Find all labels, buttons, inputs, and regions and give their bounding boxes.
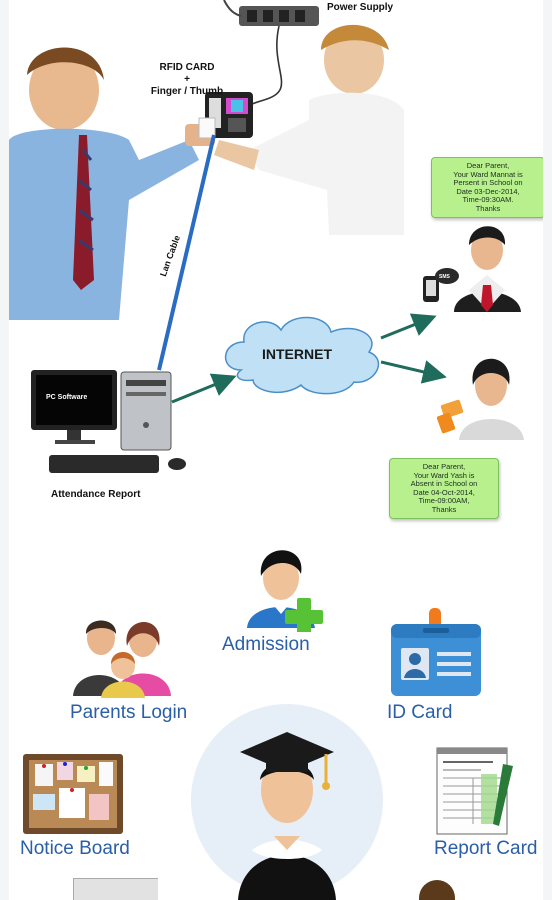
parents-login-icon[interactable]	[71, 612, 173, 698]
parent-male-icon	[423, 226, 521, 312]
partial-module-icon-left[interactable]	[73, 878, 158, 900]
sms-absent-bubble: Dear Parent, Your Ward Yash is Absent in…	[389, 458, 499, 519]
student-teen-image	[214, 24, 404, 235]
sms-line: Your Ward Yash is	[413, 470, 475, 480]
rfid-card-label: RFID CARD + Finger / Thumb	[141, 62, 233, 98]
sms-line: Time-09:00AM,	[418, 496, 470, 505]
arrow-pc-to-internet	[171, 373, 237, 404]
parents-login-button[interactable]: Parents Login	[70, 702, 188, 723]
sms-line: Date 03-Dec-2014,	[456, 186, 520, 196]
report-card-icon[interactable]	[433, 744, 517, 836]
lan-cable	[157, 134, 216, 371]
id-card-icon[interactable]	[389, 606, 485, 698]
attendance-diagram	[9, 0, 524, 473]
sms-line: Dear Parent,	[422, 462, 466, 471]
sms-line: Date 04-Oct-2014,	[413, 487, 475, 497]
sms-line: Your Ward Mannat is	[453, 169, 523, 179]
sms-line: Persent in School on	[453, 178, 523, 187]
arrow-internet-to-parent1	[380, 313, 437, 340]
pc-software-label: PC Software	[46, 394, 88, 401]
partial-module-icon-right[interactable]	[419, 880, 455, 900]
attendance-report-label: Attendance Report	[51, 489, 141, 500]
rfid-card-line: RFID CARD	[159, 62, 215, 73]
rfid-finger-line: Finger / Thumb	[150, 86, 224, 97]
notice-board-icon[interactable]	[23, 754, 123, 834]
student-boy-image	[9, 47, 199, 320]
arrow-internet-to-parent2	[380, 360, 447, 384]
report-card-button[interactable]: Report Card	[434, 838, 538, 859]
sms-line: Time-09:30AM.	[462, 195, 514, 204]
admission-icon[interactable]	[241, 540, 341, 632]
power-strip-icon	[223, 0, 319, 26]
sms-line: Absent in School on	[410, 479, 478, 488]
screenshot-frame: Power Supply RFID CARD + Finger / Thumb …	[9, 0, 543, 900]
sms-line: Thanks	[431, 504, 457, 514]
sms-icon-label: SMS	[439, 274, 450, 280]
internet-label: INTERNET	[262, 346, 332, 362]
graduate-student-icon[interactable]	[190, 700, 384, 900]
computer-icon	[31, 370, 186, 473]
admission-button[interactable]: Admission	[222, 634, 310, 655]
biometric-device-icon	[205, 92, 253, 138]
id-card-button[interactable]: ID Card	[387, 702, 453, 723]
rfid-card-plus: +	[184, 74, 190, 85]
notice-board-button[interactable]: Notice Board	[20, 838, 130, 859]
sms-line: Dear Parent,	[466, 161, 510, 170]
power-supply-label: Power Supply	[327, 2, 394, 13]
sms-present-bubble: Dear Parent, Your Ward Mannat is Persent…	[431, 157, 543, 218]
parent-female-icon	[436, 358, 524, 440]
internet-cloud-icon	[224, 316, 380, 395]
sms-line: Thanks	[475, 203, 501, 213]
